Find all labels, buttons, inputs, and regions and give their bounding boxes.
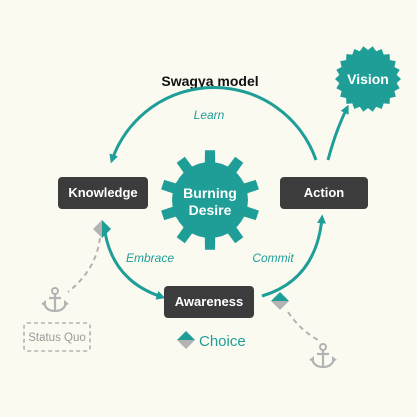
learn-arrow: [109, 86, 318, 164]
vision-arrow: [326, 104, 349, 161]
vision-label: Vision: [347, 71, 389, 87]
status-quo-dashed-path: [67, 237, 101, 293]
learn-label: Learn: [194, 108, 225, 122]
burning-desire-line2: Desire: [189, 202, 232, 218]
awareness-node: Awareness: [164, 286, 254, 318]
action-anchor-icon: [309, 343, 337, 369]
choice-label: Choice: [199, 333, 246, 350]
seal-icon: [335, 46, 401, 112]
burning-desire-gear: Burning Desire: [161, 150, 259, 250]
embrace-label: Embrace: [126, 251, 174, 265]
knowledge-node: Knowledge: [58, 177, 148, 209]
diagram-title: Swagya model: [161, 73, 258, 89]
status-quo-box: [23, 322, 91, 352]
awareness-label: Awareness: [175, 294, 243, 309]
knowledge-choice-diamond: [93, 220, 111, 238]
vision-seal: Vision: [335, 46, 401, 112]
knowledge-box: [58, 177, 148, 209]
status-quo-label: Status Quo: [28, 332, 86, 344]
anchor-icon: [41, 287, 69, 313]
choice-legend: Choice: [177, 331, 246, 350]
commit-arrow: [261, 214, 326, 298]
action-box: [280, 177, 368, 209]
status-quo-node: Status Quo: [23, 322, 91, 352]
embrace-arrow: [102, 224, 166, 300]
knowledge-label: Knowledge: [68, 185, 137, 200]
burning-desire-line1: Burning: [183, 185, 237, 201]
action-node: Action: [280, 177, 368, 209]
action-label: Action: [304, 185, 345, 200]
choice-diamond-icon: [177, 331, 195, 349]
action-anchor-dashed-path: [287, 311, 319, 341]
awareness-choice-diamond: [271, 292, 289, 310]
awareness-box: [164, 286, 254, 318]
commit-label: Commit: [252, 251, 294, 265]
gear-icon: [161, 150, 259, 250]
